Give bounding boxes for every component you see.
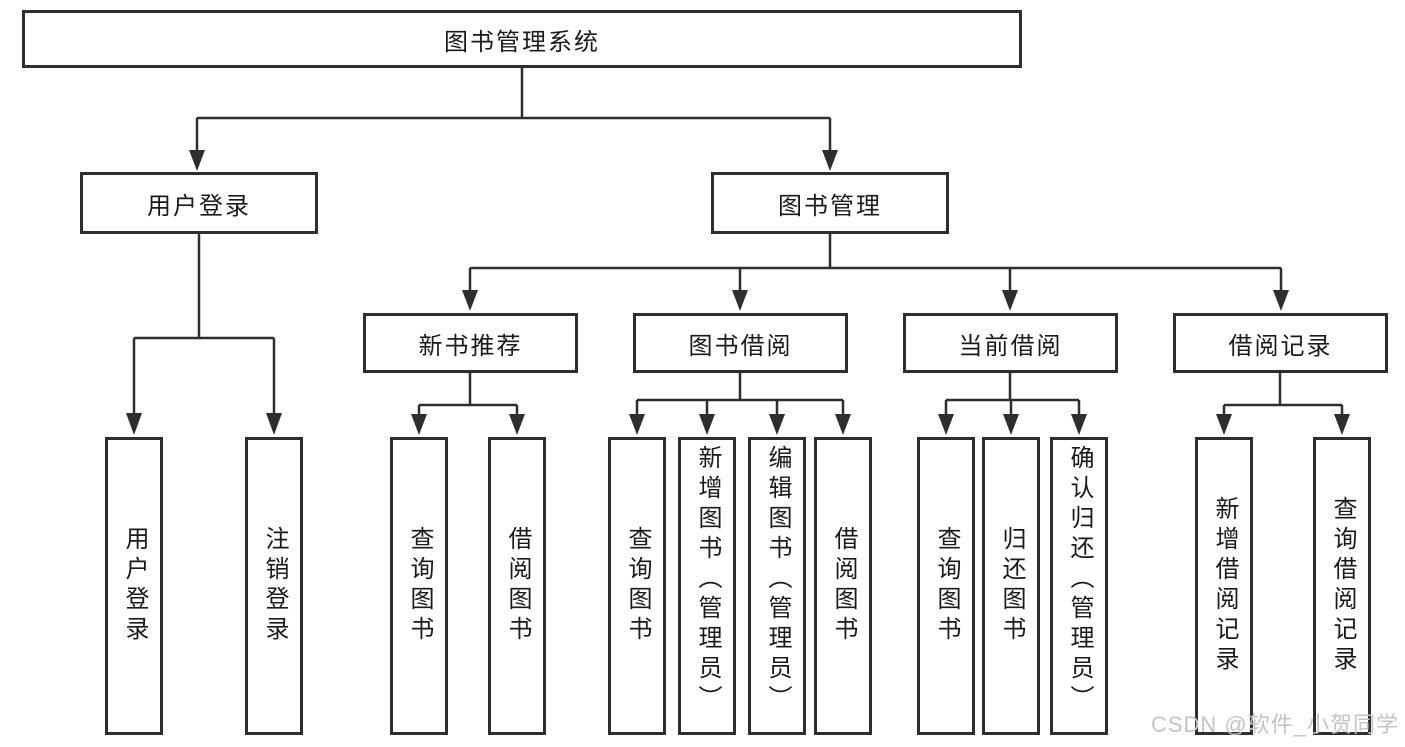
leaf-logout-label: 注销登录 [261,526,288,646]
leaf-nb-borrow-books-label: 借阅图书 [504,526,531,646]
leaf-bb-borrow-books: 借阅图书 [814,437,872,735]
arrowheads [126,150,1350,435]
node-book-borrowing-label: 图书借阅 [688,332,793,360]
leaf-bb-edit-books-label: 编辑图书（管理员） [764,445,791,715]
leaf-logout: 注销登录 [245,437,303,735]
leaf-nb-query-books-label: 查询图书 [406,526,433,646]
leaf-bb-query-books-label: 查询图书 [624,526,651,646]
leaf-nb-borrow-books: 借阅图书 [488,437,546,735]
leaf-cb-return-books-label: 归还图书 [998,526,1025,646]
node-user-login-label: 用户登录 [147,192,251,220]
leaf-user-login: 用户登录 [105,437,163,735]
node-book-management: 图书管理 [711,172,949,234]
node-borrowing-records-label: 借阅记录 [1228,332,1333,360]
leaf-bb-query-books: 查询图书 [608,437,666,735]
node-new-book-recommend: 新书推荐 [363,313,578,373]
node-new-book-recommend-label: 新书推荐 [418,332,523,360]
leaf-cb-confirm-return: 确认归还（管理员） [1050,437,1108,735]
leaf-cb-query-books-label: 查询图书 [933,526,960,646]
leaf-bb-add-books-label: 新增图书（管理员） [694,445,721,715]
node-book-borrowing: 图书借阅 [633,313,848,373]
leaf-br-query-record-label: 查询借阅记录 [1329,496,1356,676]
node-borrowing-records: 借阅记录 [1173,313,1388,373]
leaf-cb-query-books: 查询图书 [917,437,975,735]
leaf-br-query-record: 查询借阅记录 [1313,437,1371,735]
node-root-label: 图书管理系统 [444,28,600,56]
leaf-bb-add-books: 新增图书（管理员） [678,437,736,735]
leaf-bb-borrow-books-label: 借阅图书 [830,526,857,646]
node-book-management-label: 图书管理 [778,192,882,220]
node-root: 图书管理系统 [22,10,1022,68]
leaf-cb-return-books: 归还图书 [982,437,1040,735]
leaf-cb-confirm-return-label: 确认归还（管理员） [1066,445,1093,715]
node-user-login: 用户登录 [80,172,318,234]
leaf-br-add-record: 新增借阅记录 [1195,437,1253,735]
leaf-bb-edit-books: 编辑图书（管理员） [748,437,806,735]
node-current-borrowing: 当前借阅 [903,313,1118,373]
csdn-watermark: CSDN @软件_小贺同学 [1150,712,1399,737]
leaf-user-login-label: 用户登录 [121,526,148,646]
leaf-nb-query-books: 查询图书 [390,437,448,735]
leaf-br-add-record-label: 新增借阅记录 [1211,496,1238,676]
node-current-borrowing-label: 当前借阅 [958,332,1063,360]
